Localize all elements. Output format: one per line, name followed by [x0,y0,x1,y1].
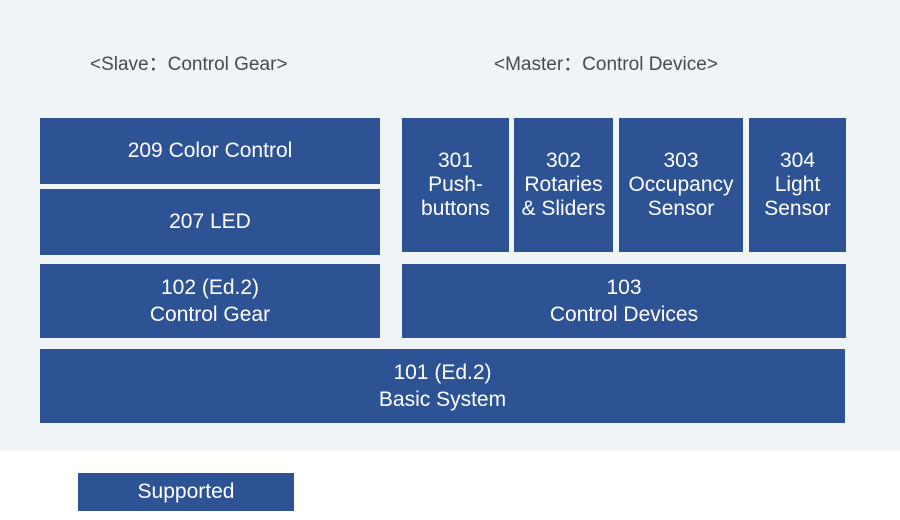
block-303-occupancy-sensor: 303 Occupancy Sensor [619,118,743,252]
block-102-control-gear: 102 (Ed.2) Control Gear [40,264,380,338]
block-302-rotaries-sliders: 302 Rotaries & Sliders [514,118,613,252]
block-301-push-buttons: 301 Push- buttons [402,118,509,252]
block-304-light-sensor: 304 Light Sensor [749,118,846,252]
block-207-led: 207 LED [40,189,380,255]
master-heading: <Master：Control Device> [494,54,718,75]
slave-heading: <Slave：Control Gear> [90,54,288,75]
block-209-color-control: 209 Color Control [40,118,380,184]
block-101-basic-system: 101 (Ed.2) Basic System [40,349,845,423]
legend-supported: Supported [78,473,294,511]
block-103-control-devices: 103 Control Devices [402,264,846,338]
